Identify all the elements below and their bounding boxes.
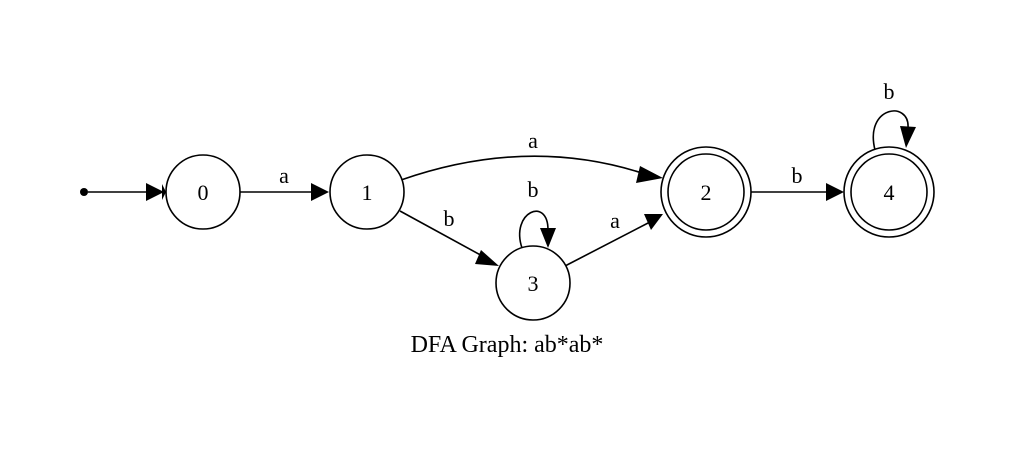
- edge-label: b: [444, 206, 455, 231]
- edge-label: a: [610, 208, 620, 233]
- edge-0-1: a: [240, 163, 329, 201]
- state-3: 3: [495, 245, 571, 321]
- edge-1-3: b: [399, 206, 499, 266]
- edge-4-4-loop: b: [872, 79, 916, 151]
- state-label: 2: [701, 180, 712, 205]
- state-1: 1: [329, 154, 405, 230]
- edge-3-2: a: [564, 208, 663, 267]
- edge-label: b: [884, 79, 895, 104]
- state-label: 0: [198, 180, 209, 205]
- state-label: 3: [528, 271, 539, 296]
- state-2-accepting: 2: [660, 146, 752, 238]
- edge-label: b: [792, 163, 803, 188]
- edge-1-2: a: [400, 128, 663, 183]
- edge-3-3-loop: b: [519, 177, 556, 249]
- state-label: 1: [362, 180, 373, 205]
- start-indicator: [80, 183, 166, 201]
- edge-label: a: [528, 128, 538, 153]
- edge-2-4: b: [751, 163, 844, 201]
- edge-label: b: [528, 177, 539, 202]
- state-label: 4: [884, 180, 895, 205]
- state-0: 0: [165, 154, 241, 230]
- state-4-accepting: 4: [843, 146, 935, 238]
- edge-label: a: [279, 163, 289, 188]
- diagram-caption: DFA Graph: ab*ab*: [411, 332, 604, 358]
